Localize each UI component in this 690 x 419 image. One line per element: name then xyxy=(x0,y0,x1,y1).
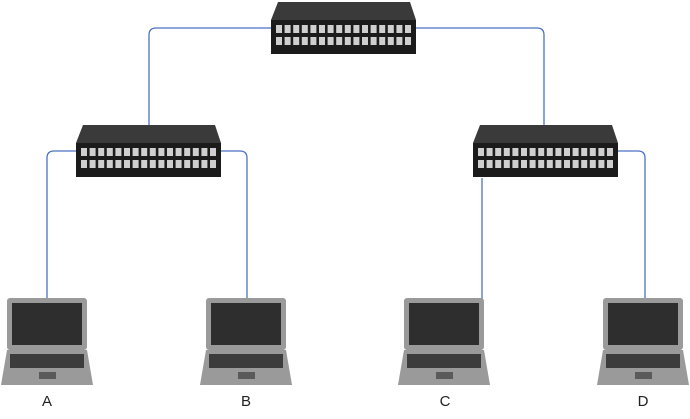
link-core-right xyxy=(414,27,545,126)
switch-core xyxy=(271,2,416,54)
switch-right xyxy=(473,125,618,177)
link-right-d xyxy=(615,150,646,300)
switch-left xyxy=(76,125,221,177)
link-core-left xyxy=(148,27,278,126)
laptop-a xyxy=(1,298,93,385)
laptop-b xyxy=(200,298,292,385)
label-c: C xyxy=(439,393,451,410)
links xyxy=(46,27,646,300)
label-d: D xyxy=(637,393,649,410)
laptop-c xyxy=(398,298,490,385)
link-left-a xyxy=(46,150,78,300)
label-b: B xyxy=(240,393,251,410)
label-a: A xyxy=(41,393,52,410)
laptop-d xyxy=(597,298,689,385)
link-left-b xyxy=(218,150,248,300)
